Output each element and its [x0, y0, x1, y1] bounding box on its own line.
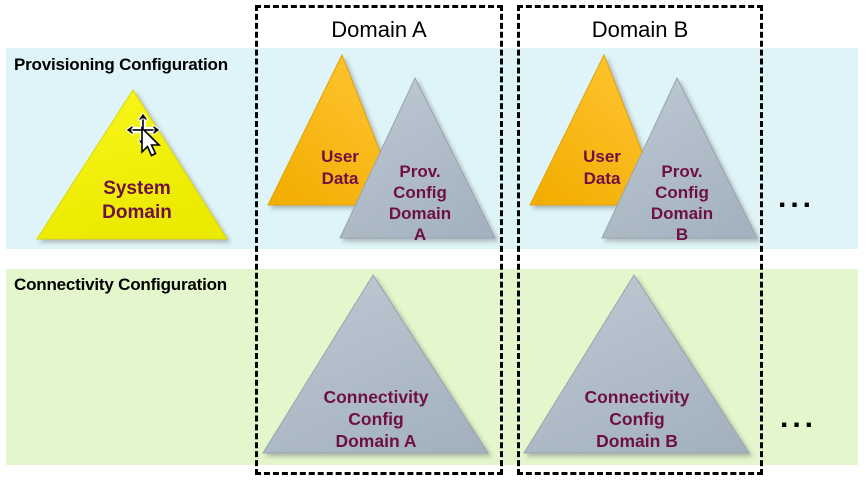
connectivity-config-triangle-b[interactable]	[523, 274, 750, 454]
prov-config-shape-b	[601, 76, 758, 239]
connectivity-band-label: Connectivity Configuration	[14, 275, 227, 294]
system-domain-triangle[interactable]	[36, 89, 228, 240]
move-cursor-icon	[125, 112, 161, 157]
domain-a-box: Domain A	[255, 5, 503, 475]
user-data-triangle-b[interactable]	[529, 53, 664, 206]
connectivity-config-triangle-a[interactable]	[262, 274, 489, 454]
prov-config-shape-a	[339, 76, 496, 239]
domain-b-box: Domain B	[517, 5, 763, 475]
more-domains-ellipsis-provisioning: ...	[778, 181, 816, 214]
more-domains-ellipsis-connectivity: ...	[780, 401, 818, 434]
system-domain-shape	[36, 89, 228, 240]
domain-b-title: Domain B	[591, 17, 689, 42]
user-data-shape-a	[267, 53, 402, 206]
connectivity-config-shape-a	[262, 274, 489, 454]
user-data-shape-b	[529, 53, 664, 206]
connectivity-config-shape-b	[523, 274, 750, 454]
user-data-triangle-a[interactable]	[267, 53, 402, 206]
domain-a-title: Domain A	[331, 17, 427, 42]
provisioning-band-label: Provisioning Configuration	[14, 55, 228, 74]
prov-config-triangle-b[interactable]	[601, 76, 758, 239]
prov-config-triangle-a[interactable]	[339, 76, 496, 239]
